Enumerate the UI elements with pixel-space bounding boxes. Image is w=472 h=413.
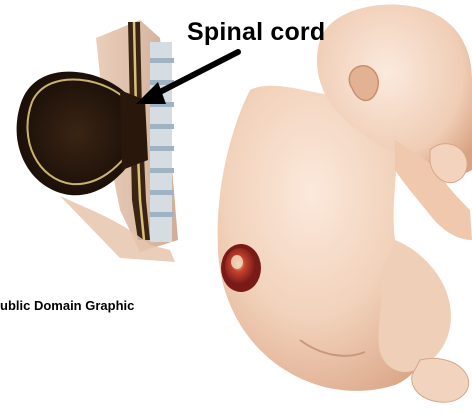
spinal-cord-label: Spinal cord <box>187 18 325 47</box>
lesion-center <box>231 255 243 269</box>
vertebral-column <box>150 42 174 242</box>
cross-section-inset <box>17 20 178 262</box>
infant-figure <box>218 5 472 403</box>
image-credit: ublic Domain Graphic <box>0 298 134 313</box>
infant-thigh <box>379 240 451 372</box>
infant-foot <box>412 358 469 402</box>
